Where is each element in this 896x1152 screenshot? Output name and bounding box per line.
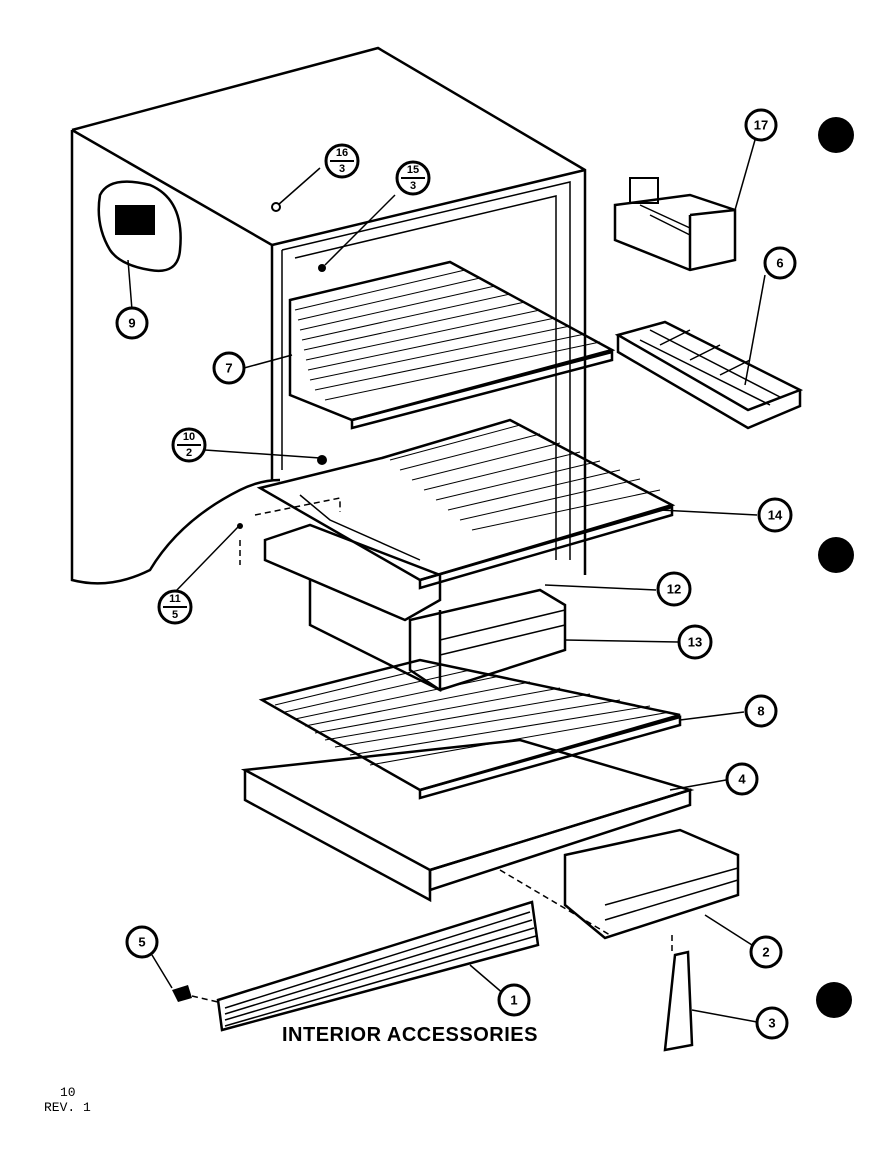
svg-text:14: 14: [768, 508, 783, 523]
registration-dot: [816, 982, 852, 1018]
top-shelf: [288, 260, 616, 430]
callout-7: 7: [212, 351, 246, 385]
crisper-shelf: [256, 418, 676, 590]
svg-text:3: 3: [339, 163, 345, 175]
revision-label: REV. 1: [44, 1100, 91, 1115]
crisper-pan: [239, 497, 442, 693]
svg-text:3: 3: [768, 1016, 775, 1031]
svg-text:2: 2: [762, 945, 769, 960]
svg-text:10: 10: [183, 431, 195, 443]
svg-text:12: 12: [667, 582, 681, 597]
svg-text:7: 7: [225, 361, 232, 376]
svg-text:15: 15: [407, 164, 419, 176]
callout-1: 1: [497, 983, 531, 1017]
svg-text:16: 16: [336, 147, 348, 159]
svg-text:6: 6: [776, 256, 783, 271]
meat-drawer: [499, 828, 740, 940]
callout-2: 2: [749, 935, 783, 969]
callout-11-5: 11 5: [157, 589, 193, 625]
callout-13: 13: [677, 624, 713, 660]
leveling-bracket: [663, 935, 694, 1052]
callout-15-3: 15 3: [395, 160, 431, 196]
ice-maker: [613, 177, 737, 272]
screw: [172, 985, 219, 1003]
page-number: 10: [60, 1085, 76, 1100]
crisper-drawer: [408, 588, 567, 692]
svg-text:3: 3: [410, 180, 416, 192]
registration-dot: [818, 537, 854, 573]
label-plate: [97, 180, 182, 311]
svg-text:4: 4: [738, 772, 746, 787]
diagram-title: INTERIOR ACCESSORIES: [282, 1024, 538, 1046]
lower-shelf: [258, 658, 682, 800]
callout-4: 4: [725, 762, 759, 796]
svg-text:2: 2: [186, 447, 192, 459]
callout-10-2: 10 2: [171, 427, 207, 463]
callout-16-3: 16 3: [324, 143, 360, 179]
svg-text:8: 8: [757, 704, 764, 719]
svg-text:1: 1: [510, 993, 517, 1008]
svg-text:9: 9: [128, 316, 135, 331]
crisper-cover: [240, 738, 695, 903]
callout-9: 9: [115, 306, 149, 340]
ice-tray: [614, 320, 804, 430]
svg-text:5: 5: [138, 935, 145, 950]
callout-5: 5: [125, 925, 159, 959]
svg-text:11: 11: [169, 593, 181, 605]
leader-lines: [151, 139, 766, 1023]
callout-12: 12: [656, 571, 692, 607]
callout-14: 14: [757, 497, 793, 533]
svg-text:13: 13: [688, 635, 702, 650]
callout-6: 6: [763, 246, 797, 280]
svg-text:5: 5: [172, 609, 178, 621]
cabinet-outline: [70, 46, 587, 585]
registration-dot: [818, 117, 854, 153]
svg-text:17: 17: [754, 118, 768, 133]
callout-8: 8: [744, 694, 778, 728]
toe-grille: [216, 900, 540, 1032]
callout-17: 17: [744, 108, 778, 142]
callout-3: 3: [755, 1006, 789, 1040]
